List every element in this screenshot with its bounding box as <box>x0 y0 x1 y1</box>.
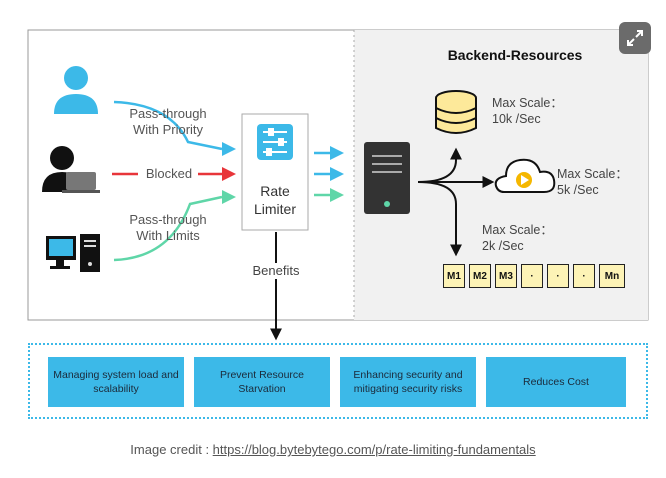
expand-icon <box>627 30 643 46</box>
out-arrow-green-head <box>330 188 344 202</box>
scale-cloud: Max Scale： 5k /Sec <box>557 166 628 198</box>
hacker-icon <box>42 146 100 193</box>
cloud-icon <box>494 158 556 193</box>
scale-queue: Max Scale： 2k /Sec <box>482 222 553 254</box>
scale-cloud-line1: Max Scale： <box>557 167 628 181</box>
benefit-resource-starvation: Prevent Resource Starvation <box>194 357 330 407</box>
queue-cell: M2 <box>469 264 491 288</box>
user-icon <box>54 66 98 114</box>
scale-database-line1: Max Scale： <box>492 96 563 110</box>
queue-cell: · <box>573 264 595 288</box>
blocked-arrowhead <box>222 167 236 181</box>
limiter-icon <box>257 124 293 160</box>
pass-limits-label: Pass-through With Limits <box>118 212 218 244</box>
expand-button[interactable] <box>619 22 651 54</box>
rate-limiter-label: Rate Limiter <box>242 182 308 218</box>
rate-limiter-box <box>241 113 309 231</box>
benefit-security: Enhancing security and mitigating securi… <box>340 357 476 407</box>
priority-flow <box>113 100 223 151</box>
rate-limiter-line2: Limiter <box>253 201 296 217</box>
blocked-label: Blocked <box>145 166 193 181</box>
scale-database-line2: 10k /Sec <box>492 112 541 126</box>
benefit-load-scalability: Managing system load and scalability <box>48 357 184 407</box>
server-icon <box>364 142 410 214</box>
scale-queue-line1: Max Scale： <box>482 223 553 237</box>
backend-title: Backend-Resources <box>447 47 583 63</box>
queue-cell: M3 <box>495 264 517 288</box>
benefits-label: Benefits <box>240 263 312 279</box>
credit-link[interactable]: https://blog.bytebytego.com/p/rate-limit… <box>212 442 536 457</box>
queue-cell: Mn <box>599 264 625 288</box>
benefit-reduce-cost: Reduces Cost <box>486 357 626 407</box>
queue-cell: M1 <box>443 264 465 288</box>
rate-limiter-line1: Rate <box>260 183 290 199</box>
limits-flow <box>113 195 223 262</box>
out-arrow-blue-2-head <box>330 167 344 181</box>
benefits-container <box>28 343 648 419</box>
limits-arrowhead <box>222 190 236 204</box>
queue-cell: · <box>521 264 543 288</box>
credit-prefix: Image credit : <box>130 442 213 457</box>
scale-queue-line2: 2k /Sec <box>482 239 524 253</box>
image-credit: Image credit : https://blog.bytebytego.c… <box>0 442 666 457</box>
pass-priority-label: Pass-through With Priority <box>118 106 218 138</box>
scale-database: Max Scale： 10k /Sec <box>492 95 563 127</box>
pass-limits-line2: With Limits <box>136 228 200 243</box>
scale-cloud-line2: 5k /Sec <box>557 183 599 197</box>
out-arrow-blue-1-head <box>330 146 344 160</box>
database-icon <box>435 90 477 134</box>
priority-arrowhead <box>222 142 236 156</box>
pass-limits-line1: Pass-through <box>129 212 207 227</box>
branch-down <box>417 181 462 257</box>
pass-priority-line2: With Priority <box>132 122 204 137</box>
computer-icon <box>46 234 100 272</box>
queue-cell: · <box>547 264 569 288</box>
pass-priority-line1: Pass-through <box>129 106 207 121</box>
